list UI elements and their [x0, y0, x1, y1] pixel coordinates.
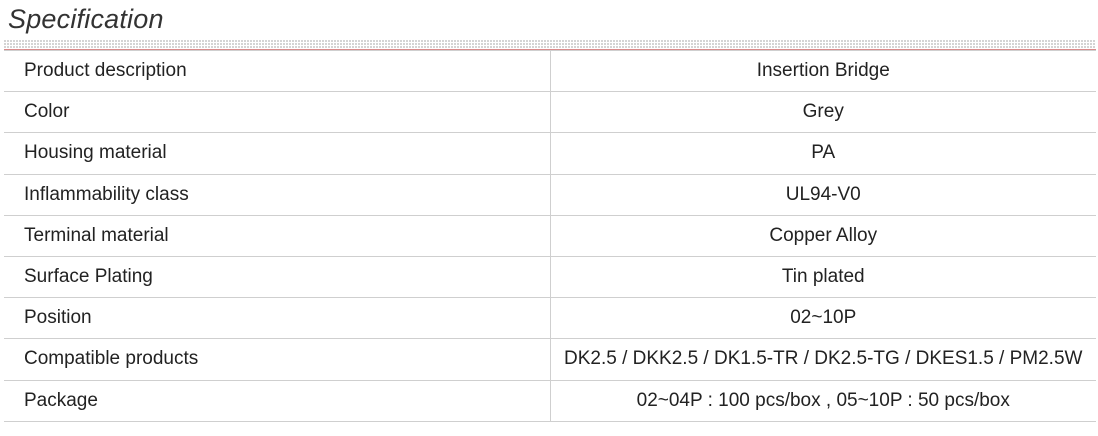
table-row: Terminal material Copper Alloy	[4, 214, 1096, 257]
spec-label: Housing material	[4, 132, 551, 175]
table-row: Product description Insertion Bridge	[4, 49, 1096, 93]
spec-value: Copper Alloy	[550, 214, 1096, 257]
spec-value: Insertion Bridge	[550, 49, 1096, 93]
title-divider	[4, 40, 1096, 50]
spec-value: Grey	[550, 91, 1096, 134]
table-row: Inflammability class UL94-V0	[4, 173, 1096, 216]
spec-value: 02~10P	[550, 297, 1096, 340]
spec-label: Position	[4, 297, 551, 340]
spec-value: UL94-V0	[550, 173, 1096, 216]
spec-label: Surface Plating	[4, 255, 551, 299]
table-row: Package 02~04P : 100 pcs/box , 05~10P : …	[4, 379, 1096, 422]
spec-value: DK2.5 / DKK2.5 / DK1.5-TR / DK2.5-TG / D…	[550, 338, 1096, 381]
spec-value: Tin plated	[550, 255, 1096, 299]
table-row: Color Grey	[4, 91, 1096, 134]
spec-label: Product description	[4, 49, 551, 93]
table-row: Position 02~10P	[4, 297, 1096, 340]
spec-label: Compatible products	[4, 338, 551, 381]
spec-value: 02~04P : 100 pcs/box , 05~10P : 50 pcs/b…	[550, 379, 1096, 422]
page-title: Specification	[8, 4, 164, 34]
table-row: Housing material PA	[4, 132, 1096, 175]
table-row: Compatible products DK2.5 / DKK2.5 / DK1…	[4, 338, 1096, 381]
spec-label: Package	[4, 379, 551, 422]
table-row: Surface Plating Tin plated	[4, 255, 1096, 299]
spec-label: Terminal material	[4, 214, 551, 257]
spec-label: Inflammability class	[4, 173, 551, 216]
specification-table: Product description Insertion Bridge Col…	[4, 49, 1096, 422]
spec-label: Color	[4, 91, 551, 134]
spec-value: PA	[550, 132, 1096, 175]
